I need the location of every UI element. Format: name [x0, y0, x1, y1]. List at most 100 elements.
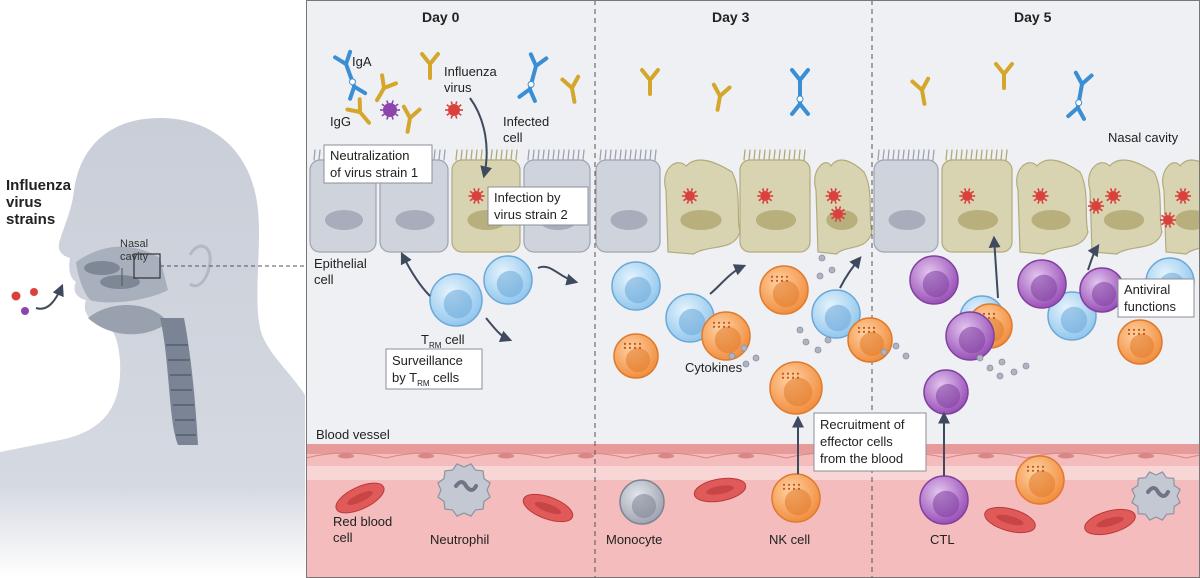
virus-particle [825, 188, 842, 204]
iga-antibody [517, 52, 549, 103]
surveillance-arrow [400, 251, 431, 297]
epithelial-cell [873, 149, 939, 253]
virus-particle [830, 206, 846, 222]
red-blood-cell [335, 482, 385, 514]
svg-text:Surveillance: Surveillance [392, 353, 463, 368]
callout-neutralization: Neutralization of virus strain 1 [323, 144, 433, 184]
ctl-cell [1017, 259, 1067, 309]
trachea [160, 318, 198, 445]
migration-arrows [400, 97, 1100, 476]
epithelial-cell [941, 149, 1013, 253]
day-5-header: Day 5 [1014, 9, 1052, 25]
iga-antibody [790, 68, 810, 116]
nk-cell [769, 361, 823, 415]
endothelial-cell [385, 452, 467, 459]
svg-text:Recruitment of: Recruitment of [820, 417, 905, 432]
virus-particle [959, 188, 976, 204]
entry-arrow [35, 283, 64, 310]
trm-migration-arrow [709, 264, 747, 295]
callout-antiviral: Antiviral functions [1117, 278, 1195, 318]
epithelial-cell [1162, 159, 1200, 255]
monocyte [619, 479, 665, 525]
ctl-label: CTL [930, 532, 955, 547]
endothelial-nucleus [498, 453, 514, 459]
cytokine [740, 344, 748, 352]
monocyte-label: Monocyte [606, 532, 662, 547]
endothelial-cell [705, 452, 787, 459]
blood-vessel [306, 444, 1200, 578]
epithelial-cell [739, 149, 811, 253]
igg-antibody [640, 68, 660, 96]
endothelial-nucleus [338, 453, 354, 459]
rbc-label-line-2: cell [333, 530, 353, 545]
nasal-turbinate [100, 275, 140, 289]
svg-text:by TRM cells: by TRM cells [392, 370, 460, 388]
virus-particle [1088, 198, 1104, 214]
igg-antibody [345, 97, 371, 125]
svg-text:virus strain 2: virus strain 2 [494, 207, 568, 222]
endothelial-cell [945, 452, 1027, 459]
nasal-turbinate [84, 261, 120, 275]
cytokine [752, 354, 760, 362]
trm-cell [611, 261, 661, 311]
cytokine [892, 342, 900, 350]
svg-text:effector cells: effector cells [820, 434, 893, 449]
svg-text:of virus strain 1: of virus strain 1 [330, 165, 418, 180]
trm-cell-label: TRM cell [421, 332, 465, 350]
endothelial-cell [1105, 452, 1187, 459]
endothelial-nucleus [418, 453, 434, 459]
endothelial-cell [545, 452, 627, 459]
influenza-label-line-1: Influenza [444, 64, 498, 79]
epithelial-cell [595, 149, 661, 253]
epithelial-cell [1088, 159, 1163, 255]
endothelial-cell [1185, 454, 1200, 459]
ctl-cell [1079, 267, 1125, 313]
virus-particle [445, 101, 463, 119]
head-panel: Influenza virus strains Nasal cavity [0, 0, 306, 578]
endothelial-cell [465, 452, 547, 459]
endothelial-nucleus [978, 453, 994, 459]
nk-cell [759, 265, 809, 315]
cytokine [996, 372, 1004, 380]
nasal-cavity-label: Nasal cavity [1108, 130, 1179, 145]
neutrophil [437, 463, 491, 517]
epithelial-cell [664, 159, 741, 255]
cytokine [986, 364, 994, 372]
cytokine [1022, 362, 1030, 370]
nasal-label-line-2: cavity [120, 251, 149, 263]
igg-antibody [994, 62, 1014, 90]
trm-cell [483, 255, 533, 305]
cytokine [880, 348, 888, 356]
igg-antibody [560, 74, 581, 104]
svg-text:Infection by: Infection by [494, 190, 561, 205]
epithelial-label-line-1: Epithelial [314, 256, 367, 271]
neutrophil-label: Neutrophil [430, 532, 489, 547]
red-blood-cell [522, 493, 574, 523]
nk-cell [1015, 455, 1065, 505]
cytokine [742, 360, 750, 368]
virus-particle [1105, 188, 1122, 204]
tongue [88, 304, 168, 335]
endothelial-nucleus [738, 453, 754, 459]
callout-surveillance: Surveillance by TRM cells [385, 348, 483, 390]
nk-cell [613, 333, 659, 379]
virus-particle [681, 188, 698, 204]
cytokine [816, 272, 824, 280]
infected-label-line-1: Infected [503, 114, 549, 129]
svg-text:functions: functions [1124, 299, 1177, 314]
virus-particle [468, 188, 485, 204]
cytokine [828, 266, 836, 274]
cytokine [728, 352, 736, 360]
antibodies [333, 49, 1094, 134]
cytokines-label: Cytokines [685, 360, 743, 375]
epithelial-cell [814, 159, 873, 255]
title-line-1: Influenza [6, 177, 72, 194]
igg-label: IgG [330, 114, 351, 129]
cytokine [902, 352, 910, 360]
head-silhouette [0, 118, 305, 578]
nk-cell [771, 473, 821, 523]
ctl-cell [919, 475, 969, 525]
ear [188, 244, 212, 288]
epithelial-cell [1016, 159, 1089, 255]
